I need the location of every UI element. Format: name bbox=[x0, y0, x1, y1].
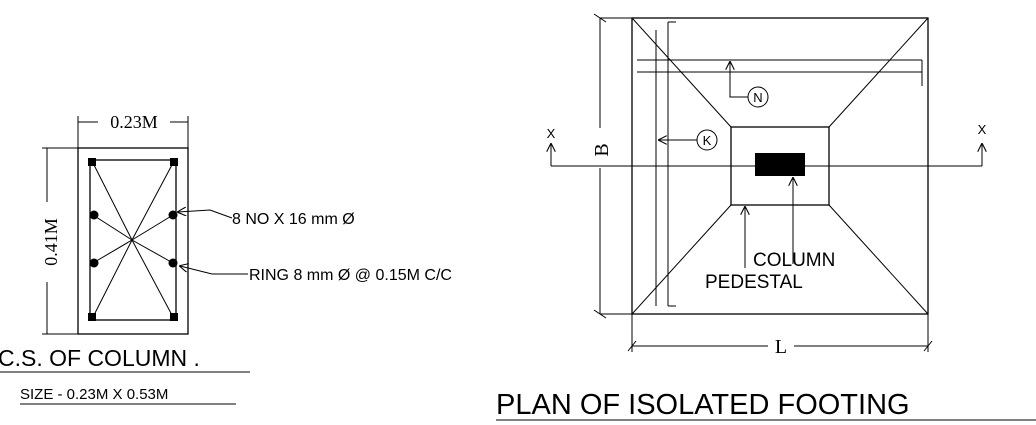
dim-l-text: L bbox=[775, 336, 787, 358]
column-outline bbox=[77, 147, 189, 335]
marker-n-leader bbox=[730, 62, 748, 98]
footing-plan: X X B L N K COLUMN PEDESTAL PLAN OF ISOL… bbox=[496, 13, 1036, 421]
column-title: C.S. OF COLUMN . bbox=[0, 345, 200, 371]
bar-bottom-right bbox=[170, 313, 178, 321]
column-subtitle: SIZE - 0.23M X 0.53M bbox=[20, 386, 168, 403]
column-ring-outline bbox=[89, 159, 177, 321]
column-label: COLUMN bbox=[753, 250, 835, 271]
bar-mid-left-1 bbox=[89, 210, 99, 220]
ring-leader bbox=[180, 266, 248, 275]
bar-mid-right-2 bbox=[168, 258, 178, 268]
column-bars bbox=[88, 158, 178, 321]
footing-title: PLAN OF ISOLATED FOOTING bbox=[496, 389, 910, 421]
bar-leader bbox=[178, 210, 233, 219]
bar-top-right bbox=[170, 158, 178, 166]
dim-b-text: B bbox=[591, 143, 613, 156]
marker-n-label: N bbox=[753, 90, 762, 105]
footing-reinforcement-vertical bbox=[655, 21, 676, 307]
column-section: 0.23M 0.41M bbox=[0, 112, 452, 405]
bar-bottom-left bbox=[88, 313, 96, 321]
height-dim-text: 0.41M bbox=[41, 218, 61, 266]
marker-n-circle bbox=[747, 86, 769, 108]
bar-label: 8 NO X 16 mm Ø bbox=[232, 211, 355, 228]
section-label-left: X bbox=[547, 126, 556, 141]
dim-l-tick-left bbox=[627, 340, 637, 352]
bar-top-left bbox=[88, 158, 96, 166]
section-label-right: X bbox=[978, 122, 987, 137]
pedestal-label: PEDESTAL bbox=[705, 272, 803, 293]
column-tie-lines bbox=[92, 162, 174, 318]
width-dim-text: 0.23M bbox=[110, 112, 158, 132]
footing-reinforcement-horizontal bbox=[637, 59, 923, 86]
column-block bbox=[755, 153, 805, 176]
dim-l-tick-right bbox=[923, 340, 933, 352]
marker-k-label: K bbox=[703, 133, 712, 148]
marker-k-circle bbox=[696, 129, 718, 151]
ring-label: RING 8 mm Ø @ 0.15M C/C bbox=[249, 267, 452, 284]
bar-mid-right-1 bbox=[168, 210, 178, 220]
bar-mid-left-2 bbox=[89, 258, 99, 268]
